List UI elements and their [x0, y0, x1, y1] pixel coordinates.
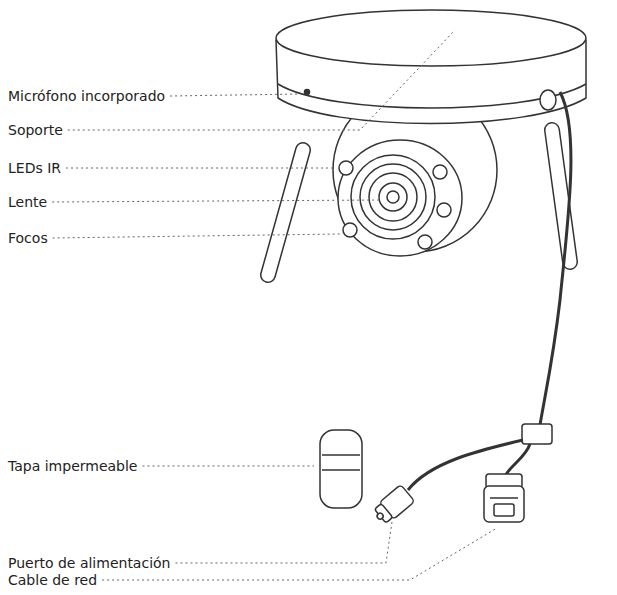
- leader-line: [52, 200, 382, 202]
- part-label: Tapa impermeable: [8, 457, 138, 475]
- part-label: Soporte: [8, 121, 63, 139]
- leader-line: [53, 234, 340, 238]
- part-label: Puerto de alimentación: [8, 554, 170, 572]
- part-label: Cable de red: [8, 571, 97, 589]
- part-label: Micrófono incorporado: [8, 87, 165, 105]
- leader-line: [66, 168, 336, 169]
- leader-line: [175, 522, 392, 563]
- part-label: LEDs IR: [8, 159, 61, 177]
- leader-line: [68, 30, 455, 130]
- leader-line: [170, 94, 300, 96]
- part-label: Focos: [8, 229, 48, 247]
- leader-line: [143, 466, 315, 467]
- leader-line: [102, 528, 497, 580]
- part-label: Lente: [8, 193, 47, 211]
